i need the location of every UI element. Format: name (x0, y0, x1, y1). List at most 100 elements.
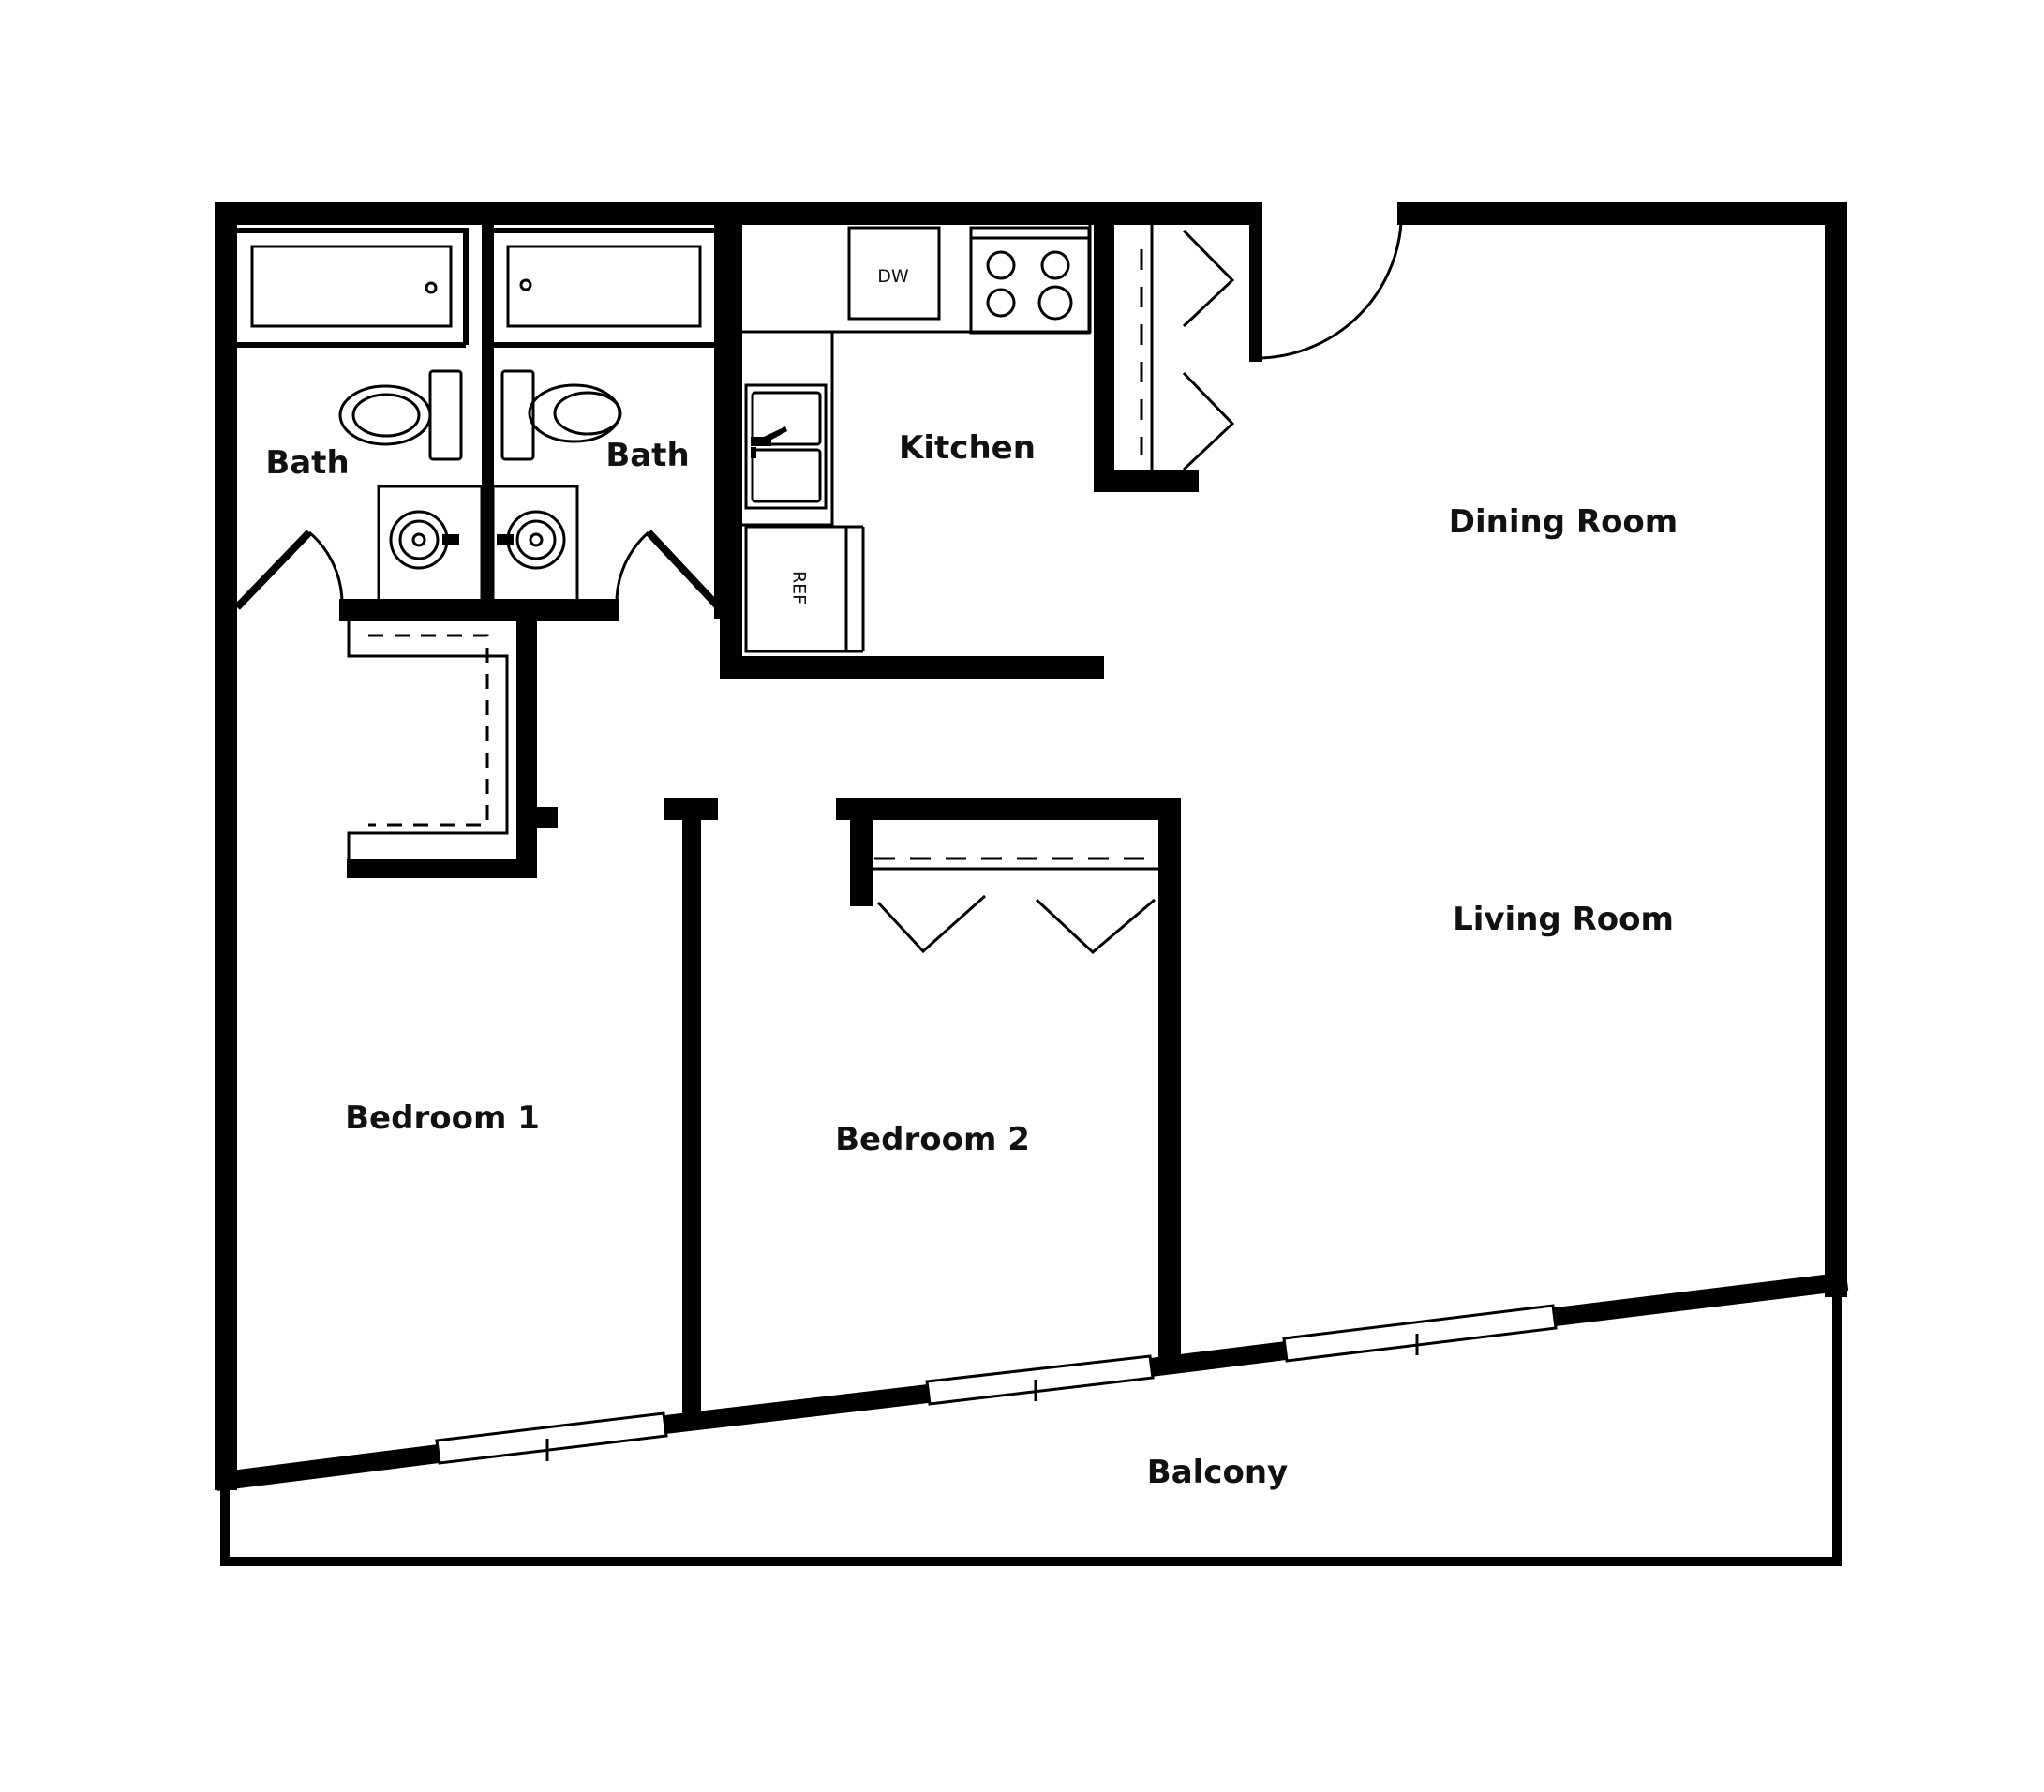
bath-right-tub-top (494, 228, 719, 233)
entry-door (1255, 222, 1403, 360)
room-label-bedroom-2: Bedroom 2 (835, 1121, 1030, 1158)
range-box (969, 226, 1091, 335)
bedroom-2-east-wall (1158, 798, 1181, 1366)
pantry-door-lower (1182, 371, 1235, 471)
bath-right-door-leaf (646, 530, 722, 610)
bath-right-tub-bottom (494, 342, 719, 348)
top-wall-left (215, 202, 1252, 225)
bathroom-door-swings (308, 530, 649, 605)
south-wall-seg-4 (1554, 1272, 1849, 1326)
room-label-bedroom-1: Bedroom 1 (345, 1099, 540, 1137)
bath-right-wall-thin (714, 225, 722, 619)
refrigerator-box (744, 525, 848, 653)
bath-left-tub-top (237, 228, 466, 233)
kitchen-sink (744, 383, 828, 510)
closet-1-east-wall (516, 621, 537, 878)
bathroom-walls (237, 225, 742, 679)
sink-left-drain (411, 532, 426, 547)
burner-2 (1040, 250, 1070, 280)
bath-right-door-swing (615, 530, 649, 605)
balcony-rail-bottom (220, 1557, 1842, 1566)
closet-1-rod (368, 634, 489, 827)
closet-1-bottom-wall (347, 859, 537, 878)
bathtub-left (250, 245, 453, 328)
kitchen-faucet-base (751, 437, 771, 446)
refrigerator (744, 525, 865, 653)
bath-bottom-wall (339, 599, 619, 621)
bath-left-door-leaf (234, 530, 312, 610)
burner-3 (986, 288, 1016, 318)
kitchen-faucet-handle (751, 447, 756, 458)
closet-2-door-right (1035, 898, 1156, 955)
bath-party-wall (482, 225, 493, 605)
toilet-left-seat (351, 393, 421, 438)
vanity-left (377, 485, 484, 603)
closet-1-door-stub (537, 807, 558, 828)
sink-right-bowl (515, 519, 557, 560)
burner-1 (986, 250, 1016, 280)
faucets (442, 534, 514, 545)
kitchen-walls (720, 225, 1199, 679)
room-label-dining-room: Dining Room (1449, 503, 1678, 541)
dishwasher-label: DW (877, 266, 909, 287)
room-label-bath-right: Bath (605, 437, 689, 474)
closet-bedroom-1-rod (368, 634, 489, 827)
window-bedroom-1 (435, 1411, 668, 1465)
refrigerator-label: REF (789, 571, 810, 605)
sink-left-bowl (398, 519, 440, 560)
bath-left-door-swing (308, 530, 344, 605)
left-wall (215, 202, 237, 1490)
top-wall-right (1397, 202, 1847, 225)
bedroom-1-2-wall (682, 798, 701, 1413)
sink-bowl-top (751, 391, 822, 446)
bathtub-left-drain (425, 281, 438, 294)
bathtub-right (506, 245, 702, 328)
kitchen-south-wall (720, 656, 1104, 679)
room-label-kitchen: Kitchen (899, 429, 1036, 467)
closet-bedroom-1-walls (347, 621, 558, 878)
window-bedroom-2 (925, 1354, 1155, 1406)
south-wall-seg-2 (664, 1384, 930, 1434)
toilet-left-bowl (338, 384, 432, 446)
pantry-door-upper (1182, 229, 1235, 328)
bedroom-walls (664, 798, 1181, 1413)
toilet-right-tank (500, 369, 535, 461)
toilets (338, 369, 622, 461)
bedroom-2-top-wall (836, 798, 1181, 820)
pantry-west-wall (1094, 225, 1114, 492)
dishwasher (847, 226, 941, 321)
pantry (1150, 225, 1235, 471)
burner-4 (1037, 285, 1073, 321)
entry-door-swing (1255, 222, 1403, 360)
kitchen-west-wall (720, 225, 742, 679)
balcony-rail-left (220, 1483, 230, 1566)
faucet-right (497, 534, 514, 545)
bathtubs (250, 245, 702, 328)
closet-2-door-left (876, 894, 986, 954)
room-labels: Bath Bath Kitchen Dining Room Living Roo… (265, 429, 1678, 1491)
pantry-south-wall (1094, 470, 1199, 492)
bathtub-right-drain (519, 278, 532, 291)
room-label-bath-left: Bath (265, 444, 349, 482)
room-label-living-room: Living Room (1453, 901, 1674, 938)
counter-sink-run (742, 330, 834, 527)
dishwasher-box (847, 226, 941, 321)
windows (435, 1304, 1558, 1465)
toilet-right-seat (553, 391, 622, 436)
exterior-walls (215, 202, 1847, 1490)
bath-left-tub-side (463, 228, 469, 345)
balcony-rail-right (1832, 1293, 1842, 1566)
sink-bowl-bottom (751, 448, 822, 503)
south-wall-seg-1 (215, 1444, 440, 1491)
vanity-right (491, 485, 579, 603)
faucet-left (442, 534, 459, 545)
sink-right-drain (529, 532, 544, 547)
kitchen-faucet (751, 426, 787, 458)
room-label-balcony: Balcony (1147, 1454, 1288, 1491)
closet-1-shelf-outline (347, 621, 509, 859)
bathroom-doors (234, 530, 722, 610)
window-living-room (1282, 1304, 1558, 1363)
entry-wall-stub (1249, 202, 1262, 362)
